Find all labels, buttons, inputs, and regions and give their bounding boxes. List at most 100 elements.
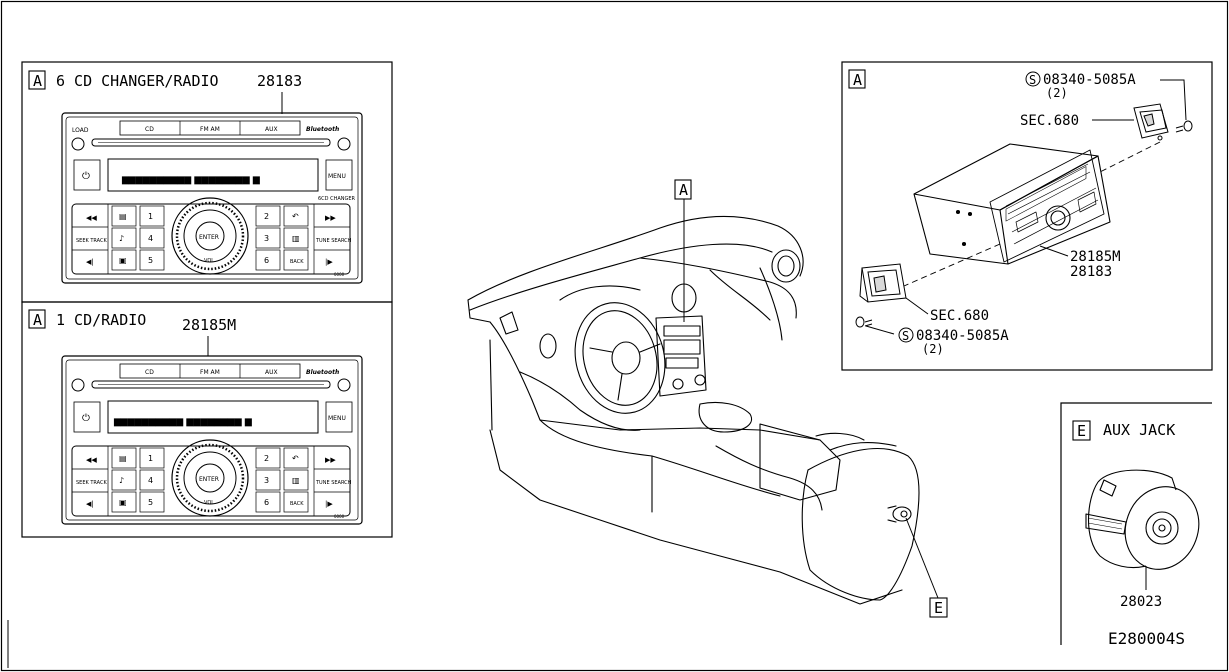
- panel-install-letter: A: [853, 71, 862, 89]
- panel-aux-letter-box: [1072, 420, 1091, 441]
- svg-text:4: 4: [148, 476, 153, 485]
- btn-6cd-tune: TUNE SEARCH: [315, 238, 352, 244]
- radio-unit-1cd: CD FM AM AUX Bluetooth ⏻ ▆▆▆▆▆▆▆▆▆▆ ▆▆▆▆…: [61, 355, 363, 525]
- leader-screw-top: [1160, 79, 1187, 121]
- model-6cd: 0000: [334, 272, 345, 277]
- diagram-id: E280004S: [1108, 629, 1185, 648]
- head-unit-3d: [913, 143, 1111, 265]
- panel-1cd-part-number: 28185M: [182, 316, 236, 334]
- panel-aux-border: [1060, 402, 1212, 645]
- label-6cd-vol: VOL: [204, 258, 214, 264]
- svg-text:|▶: |▶: [325, 258, 333, 266]
- svg-text:◀|: ◀|: [86, 500, 94, 508]
- panel-aux-letter: E: [1077, 422, 1086, 440]
- leader-unit-pn: [1039, 245, 1069, 257]
- s-symbol-bottom: [898, 327, 914, 343]
- callout-e-box: [929, 597, 948, 618]
- svg-text:♪: ♪: [119, 476, 124, 485]
- radio-unit-6cd: LOAD CD FM AM AUX Bluetooth ⏻ ▆▆▆▆▆▆▆▆▆▆…: [61, 112, 363, 284]
- unit-pn-1: 28185M: [1070, 249, 1121, 265]
- btn-6cd-fmam: FM AM: [200, 126, 220, 133]
- s-symbol-top: [1025, 71, 1041, 87]
- bluetooth-logo-6cd: Bluetooth: [306, 126, 339, 133]
- label-1cd-vol: VOL: [204, 500, 214, 506]
- knob-6cd: ENTER: [199, 234, 219, 241]
- label-6cd-changer: 6CD CHANGER: [318, 196, 356, 202]
- panel-1cd-letter: A: [33, 311, 42, 329]
- aux-jack-location: [892, 506, 912, 522]
- btn-1cd-tune: TUNE SEARCH: [315, 480, 352, 486]
- svg-text:2: 2: [264, 212, 269, 221]
- btn-6cd-menu: MENU: [328, 173, 346, 180]
- btn-1cd-cd: CD: [145, 369, 154, 376]
- panel-1cd-letter-box: [28, 309, 46, 329]
- svg-text:▥: ▥: [292, 234, 300, 243]
- svg-text:3: 3: [264, 476, 269, 485]
- svg-text:▶▶: ▶▶: [325, 214, 336, 222]
- svg-text:3: 3: [264, 234, 269, 243]
- btn-1cd-seek: SEEK TRACK: [76, 480, 108, 486]
- svg-text:▥: ▥: [292, 476, 300, 485]
- callout-a-letter: A: [679, 181, 688, 199]
- sec-top-label: SEC.680: [1020, 113, 1079, 129]
- panel-1cd-title: 1 CD/RADIO: [56, 311, 146, 329]
- s-symbol-top-letter: S: [1029, 73, 1036, 87]
- screw-bottom-part: 08340-5085A: [916, 328, 1009, 344]
- display-6cd: ▆▆▆▆▆▆▆▆▆▆ ▆▆▆▆▆▆▆▆ ▆: [121, 175, 261, 185]
- svg-text:|▶: |▶: [325, 500, 333, 508]
- panel-6cd-letter-box: [28, 70, 46, 90]
- aux-jack-part: [1085, 469, 1200, 570]
- callout-a-box: [674, 179, 692, 200]
- btn-6cd-seek: SEEK TRACK: [76, 238, 108, 244]
- svg-text:BACK: BACK: [290, 501, 304, 507]
- svg-text:1: 1: [148, 454, 153, 463]
- panel-aux-title: AUX JACK: [1103, 421, 1175, 439]
- screw-top-part: 08340-5085A: [1043, 72, 1136, 88]
- leader-sec-bottom: [905, 297, 929, 315]
- aux-part-number: 28023: [1120, 594, 1162, 610]
- bracket-bottom: [859, 263, 907, 303]
- model-1cd: 0000: [334, 514, 345, 519]
- panel-6cd-changer: A 6 CD CHANGER/RADIO 28183 LOAD CD FM AM…: [21, 61, 393, 303]
- panel-aux-jack: E AUX JACK 28023: [1060, 402, 1212, 645]
- bluetooth-logo-1cd: Bluetooth: [306, 369, 339, 376]
- svg-text:2: 2: [264, 454, 269, 463]
- svg-text:5: 5: [148, 256, 153, 265]
- leader-screw-bottom: [865, 325, 895, 335]
- svg-text:1: 1: [148, 212, 153, 221]
- panel-1cd-radio: A 1 CD/RADIO 28185M CD FM AM AUX Bluetoo…: [21, 301, 393, 538]
- svg-text:◀◀: ◀◀: [86, 214, 97, 222]
- svg-text:⏻: ⏻: [82, 413, 90, 424]
- panel-install: A S 08340-5085A (2) SEC.680: [841, 61, 1213, 371]
- btn-1cd-aux: AUX: [265, 369, 278, 376]
- s-symbol-bottom-letter: S: [902, 329, 909, 343]
- btn-1cd-fmam: FM AM: [200, 369, 220, 376]
- svg-text:6: 6: [264, 256, 269, 265]
- screw-top-qty: (2): [1046, 86, 1068, 100]
- btn-1cd-menu: MENU: [328, 415, 346, 422]
- svg-text:▤: ▤: [119, 454, 127, 463]
- unit-pn-2: 28183: [1070, 264, 1112, 280]
- panel-6cd-title: 6 CD CHANGER/RADIO: [56, 72, 219, 90]
- svg-text:◀◀: ◀◀: [86, 456, 97, 464]
- panel-6cd-part-number: 28183: [257, 72, 302, 90]
- svg-text:↶: ↶: [291, 212, 299, 221]
- sec-bottom-label: SEC.680: [930, 308, 989, 324]
- callout-e-letter: E: [934, 599, 943, 617]
- svg-text:◀|: ◀|: [86, 258, 94, 266]
- svg-text:⏻: ⏻: [82, 171, 90, 182]
- svg-text:▣: ▣: [119, 256, 127, 265]
- btn-6cd-load: LOAD: [72, 127, 89, 134]
- panel-1cd-border: [21, 301, 393, 538]
- svg-text:6: 6: [264, 498, 269, 507]
- panel-install-letter-box: [848, 69, 866, 89]
- leader-callout-e: [905, 517, 939, 599]
- btn-6cd-aux: AUX: [265, 126, 278, 133]
- panel-install-border: [841, 61, 1213, 371]
- bracket-top: [1133, 103, 1169, 141]
- svg-text:5: 5: [148, 498, 153, 507]
- svg-text:▶▶: ▶▶: [325, 456, 336, 464]
- screw-bottom-qty: (2): [922, 342, 944, 356]
